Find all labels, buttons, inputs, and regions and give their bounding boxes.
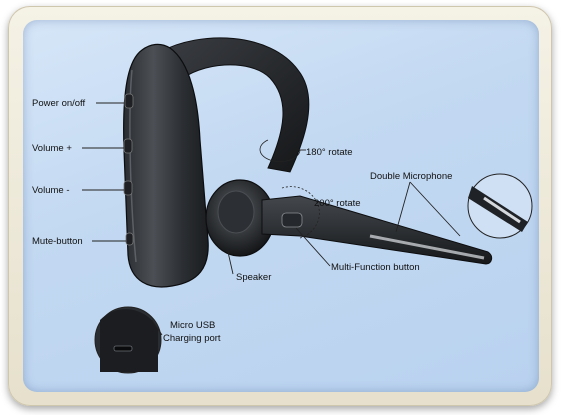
volume-up-button[interactable] (123, 138, 133, 154)
label-power: Power on/off (32, 98, 86, 109)
headset-body (123, 43, 209, 288)
label-mute: Mute-button (32, 236, 83, 247)
label-usb-line2: Charging port (163, 333, 221, 344)
rotate-180-indicator (259, 139, 301, 162)
label-double-microphone: Double Microphone (370, 171, 452, 182)
label-multi-function: Multi-Function button (331, 262, 420, 273)
label-speaker: Speaker (236, 272, 271, 283)
rotate-200-indicator (281, 186, 320, 239)
label-volume-down: Volume - (32, 185, 70, 196)
power-button[interactable] (124, 93, 134, 109)
volume-down-button[interactable] (123, 180, 133, 196)
label-rotate-180: 180° rotate (306, 147, 353, 158)
micro-usb-port (113, 345, 133, 352)
multi-function-button[interactable] (281, 212, 303, 228)
label-usb-line1: Micro USB (170, 320, 215, 331)
label-rotate-200: 200° rotate (314, 198, 361, 209)
mute-button[interactable] (125, 232, 134, 246)
label-volume-up: Volume + (32, 143, 72, 154)
ear-hook (159, 37, 310, 173)
